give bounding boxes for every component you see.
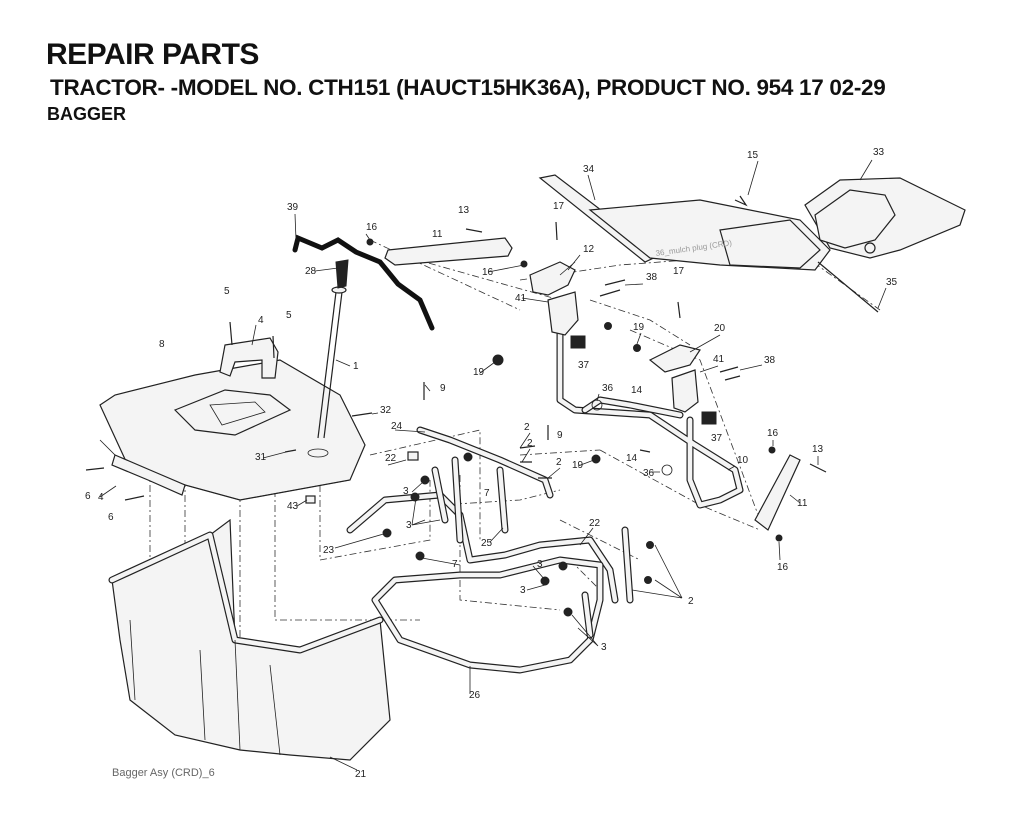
callout-38: 38	[764, 355, 776, 366]
callout-2: 2	[524, 422, 530, 433]
callout-2: 2	[688, 596, 694, 607]
callout-41: 41	[515, 293, 527, 304]
callout-20: 20	[714, 323, 726, 334]
callout-9: 9	[440, 383, 446, 394]
callout-28: 28	[305, 266, 317, 277]
callout-37: 37	[578, 360, 590, 371]
bracket-11-top	[384, 237, 513, 266]
callout-35: 35	[886, 277, 898, 288]
callout-13: 13	[812, 444, 824, 455]
callout-32: 32	[380, 405, 392, 416]
lid-bracket-side	[111, 454, 186, 496]
page-title: REPAIR PARTS	[46, 38, 259, 71]
hook-20	[648, 344, 701, 373]
callout-7: 7	[484, 488, 490, 499]
callout-19: 19	[572, 460, 584, 471]
callout-39: 39	[287, 202, 299, 213]
callout-labels: 1 2 2 2 2 3 3 3 3 3 4 4 5 5 6 6 7 7 8 9 …	[85, 147, 898, 780]
callout-3: 3	[537, 559, 543, 570]
callout-13: 13	[458, 205, 470, 216]
callout-3: 3	[601, 642, 607, 653]
callout-37: 37	[711, 433, 723, 444]
callout-36: 36	[602, 383, 614, 394]
diagram-caption: Bagger Asy (CRD)_6	[112, 767, 215, 779]
callout-17: 17	[673, 266, 685, 277]
callout-14: 14	[626, 453, 638, 464]
callout-4: 4	[98, 492, 104, 503]
callout-3: 3	[406, 520, 412, 531]
callout-11: 11	[432, 229, 443, 240]
bag-frame	[346, 491, 619, 674]
callout-34: 34	[583, 164, 595, 175]
block-37-left	[570, 335, 586, 349]
callout-24: 24	[391, 421, 403, 432]
callout-12: 12	[583, 244, 595, 255]
callout-16: 16	[366, 222, 378, 233]
callout-19: 19	[633, 322, 645, 333]
model-subtitle: TRACTOR- -MODEL NO. CTH151 (HAUCT15HK36A…	[50, 75, 886, 100]
callout-17: 17	[553, 201, 565, 212]
callout-43: 43	[287, 501, 299, 512]
callout-19: 19	[473, 367, 485, 378]
callout-1: 1	[353, 361, 359, 372]
callout-15: 15	[747, 150, 759, 161]
callout-7: 7	[452, 559, 458, 570]
callout-9: 9	[557, 430, 563, 441]
bracket-11-right	[754, 454, 801, 531]
handle-cable	[292, 234, 435, 331]
callout-5: 5	[224, 286, 230, 297]
callout-4: 4	[258, 315, 264, 326]
section-title: BAGGER	[47, 104, 127, 124]
callout-3: 3	[403, 486, 409, 497]
block-37-right	[701, 411, 717, 425]
callout-3: 3	[520, 585, 526, 596]
callout-22: 22	[589, 518, 601, 529]
callout-14: 14	[631, 385, 643, 396]
callout-2: 2	[527, 438, 533, 449]
callout-31: 31	[255, 452, 267, 463]
callout-21: 21	[355, 769, 367, 780]
callout-16: 16	[767, 428, 779, 439]
callout-36: 36	[643, 468, 655, 479]
support-arms	[556, 306, 744, 509]
fasteners	[85, 195, 876, 617]
handle-rod	[317, 286, 347, 439]
callout-11: 11	[797, 498, 808, 509]
handle-grip	[335, 259, 349, 289]
callout-10: 10	[737, 455, 749, 466]
lower-bag	[108, 518, 391, 761]
callout-22: 22	[385, 453, 397, 464]
bracket-41-right	[671, 369, 699, 413]
leader-lines	[99, 159, 887, 771]
callout-6: 6	[108, 512, 114, 523]
callout-41: 41	[713, 354, 725, 365]
callout-2: 2	[556, 457, 562, 468]
callout-25: 25	[481, 538, 493, 549]
callout-23: 23	[323, 545, 335, 556]
mulch-chute	[538, 174, 966, 271]
rod-35	[817, 261, 879, 313]
bracket-41-left	[547, 291, 579, 336]
callout-6: 6	[85, 491, 91, 502]
callout-26: 26	[469, 690, 481, 701]
callout-16: 16	[482, 267, 494, 278]
callout-16: 16	[777, 562, 789, 573]
callout-33: 33	[873, 147, 885, 158]
callout-38: 38	[646, 272, 658, 283]
callout-8: 8	[159, 339, 165, 350]
hook-12	[529, 261, 576, 296]
callout-5: 5	[286, 310, 292, 321]
